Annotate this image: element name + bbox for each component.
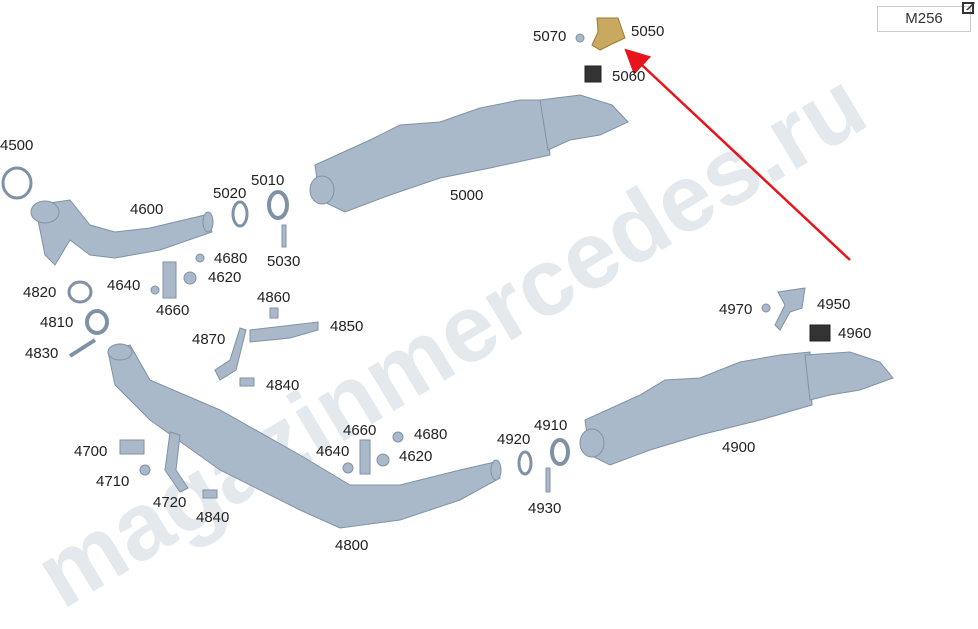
label-4930[interactable]: 4930 [528, 500, 562, 517]
label-4960[interactable]: 4960 [838, 325, 872, 342]
label-5060[interactable]: 5060 [612, 68, 646, 85]
label-4620-lower[interactable]: 4620 [399, 448, 433, 465]
part-4660b-bracket [359, 439, 371, 475]
label-4620[interactable]: 4620 [208, 269, 242, 286]
label-4830[interactable]: 4830 [25, 345, 59, 362]
part-4950-hanger [774, 287, 806, 331]
label-4810[interactable]: 4810 [40, 314, 74, 331]
part-4830-bolt [68, 338, 97, 358]
label-5020[interactable]: 5020 [213, 185, 247, 202]
label-4710[interactable]: 4710 [96, 473, 130, 490]
part-4500-clamp [1, 166, 33, 200]
part-4910-clamp [550, 438, 570, 466]
label-4950[interactable]: 4950 [817, 296, 851, 313]
label-5050[interactable]: 5050 [631, 23, 665, 40]
label-4640[interactable]: 4640 [107, 277, 141, 294]
label-4720[interactable]: 4720 [153, 494, 187, 511]
label-4660[interactable]: 4660 [156, 302, 190, 319]
part-4960-rubber-mount [809, 324, 831, 342]
label-4970[interactable]: 4970 [719, 301, 753, 318]
label-5030[interactable]: 5030 [267, 253, 301, 270]
label-4680-lower[interactable]: 4680 [414, 426, 448, 443]
part-4810-clamp [85, 309, 109, 335]
label-4700[interactable]: 4700 [74, 443, 108, 460]
part-5030-bolt [281, 224, 287, 248]
part-4930-bolt [545, 467, 551, 493]
label-4850[interactable]: 4850 [330, 318, 364, 335]
label-4660-lower[interactable]: 4660 [343, 422, 377, 439]
part-4660-bracket [162, 261, 177, 299]
label-5070[interactable]: 5070 [533, 28, 567, 45]
part-4850-bracket [249, 321, 319, 343]
part-4700-bracket [119, 439, 145, 455]
label-4840[interactable]: 4840 [266, 377, 300, 394]
part-5060-rubber-mount [584, 65, 602, 83]
label-4910[interactable]: 4910 [534, 417, 568, 434]
label-4600[interactable]: 4600 [130, 201, 164, 218]
label-4870[interactable]: 4870 [192, 331, 226, 348]
part-4820-ring [67, 280, 93, 304]
highlight-arrow [624, 48, 851, 261]
part-4900-tailpipe [804, 351, 894, 401]
label-4920[interactable]: 4920 [497, 431, 531, 448]
label-4840-lower[interactable]: 4840 [196, 509, 230, 526]
part-4870-bracket [214, 327, 247, 381]
label-4860[interactable]: 4860 [257, 289, 291, 306]
part-4900-silencer [584, 351, 813, 466]
part-4720-bracket [164, 431, 189, 493]
part-5020-ring [231, 200, 249, 228]
label-5000[interactable]: 5000 [450, 187, 484, 204]
part-4600-front-pipe [34, 199, 213, 266]
part-5000-tailpipe [539, 94, 629, 151]
label-4800[interactable]: 4800 [335, 537, 369, 554]
part-5050-hanger [591, 17, 626, 51]
label-4820[interactable]: 4820 [23, 284, 57, 301]
label-4900[interactable]: 4900 [722, 439, 756, 456]
edit-icon[interactable] [962, 0, 976, 14]
part-5000-inlet [309, 175, 335, 205]
part-5000-rear-silencer [314, 99, 551, 213]
part-4600-inlet [30, 200, 60, 224]
label-4680[interactable]: 4680 [214, 250, 248, 267]
part-4920-ring [517, 450, 533, 476]
part-5010-clamp [267, 190, 289, 220]
label-4500[interactable]: 4500 [0, 137, 34, 154]
label-4640-lower[interactable]: 4640 [316, 443, 350, 460]
label-5010[interactable]: 5010 [251, 172, 285, 189]
part-5070-nut [575, 33, 585, 43]
model-label: M256 [877, 6, 971, 32]
